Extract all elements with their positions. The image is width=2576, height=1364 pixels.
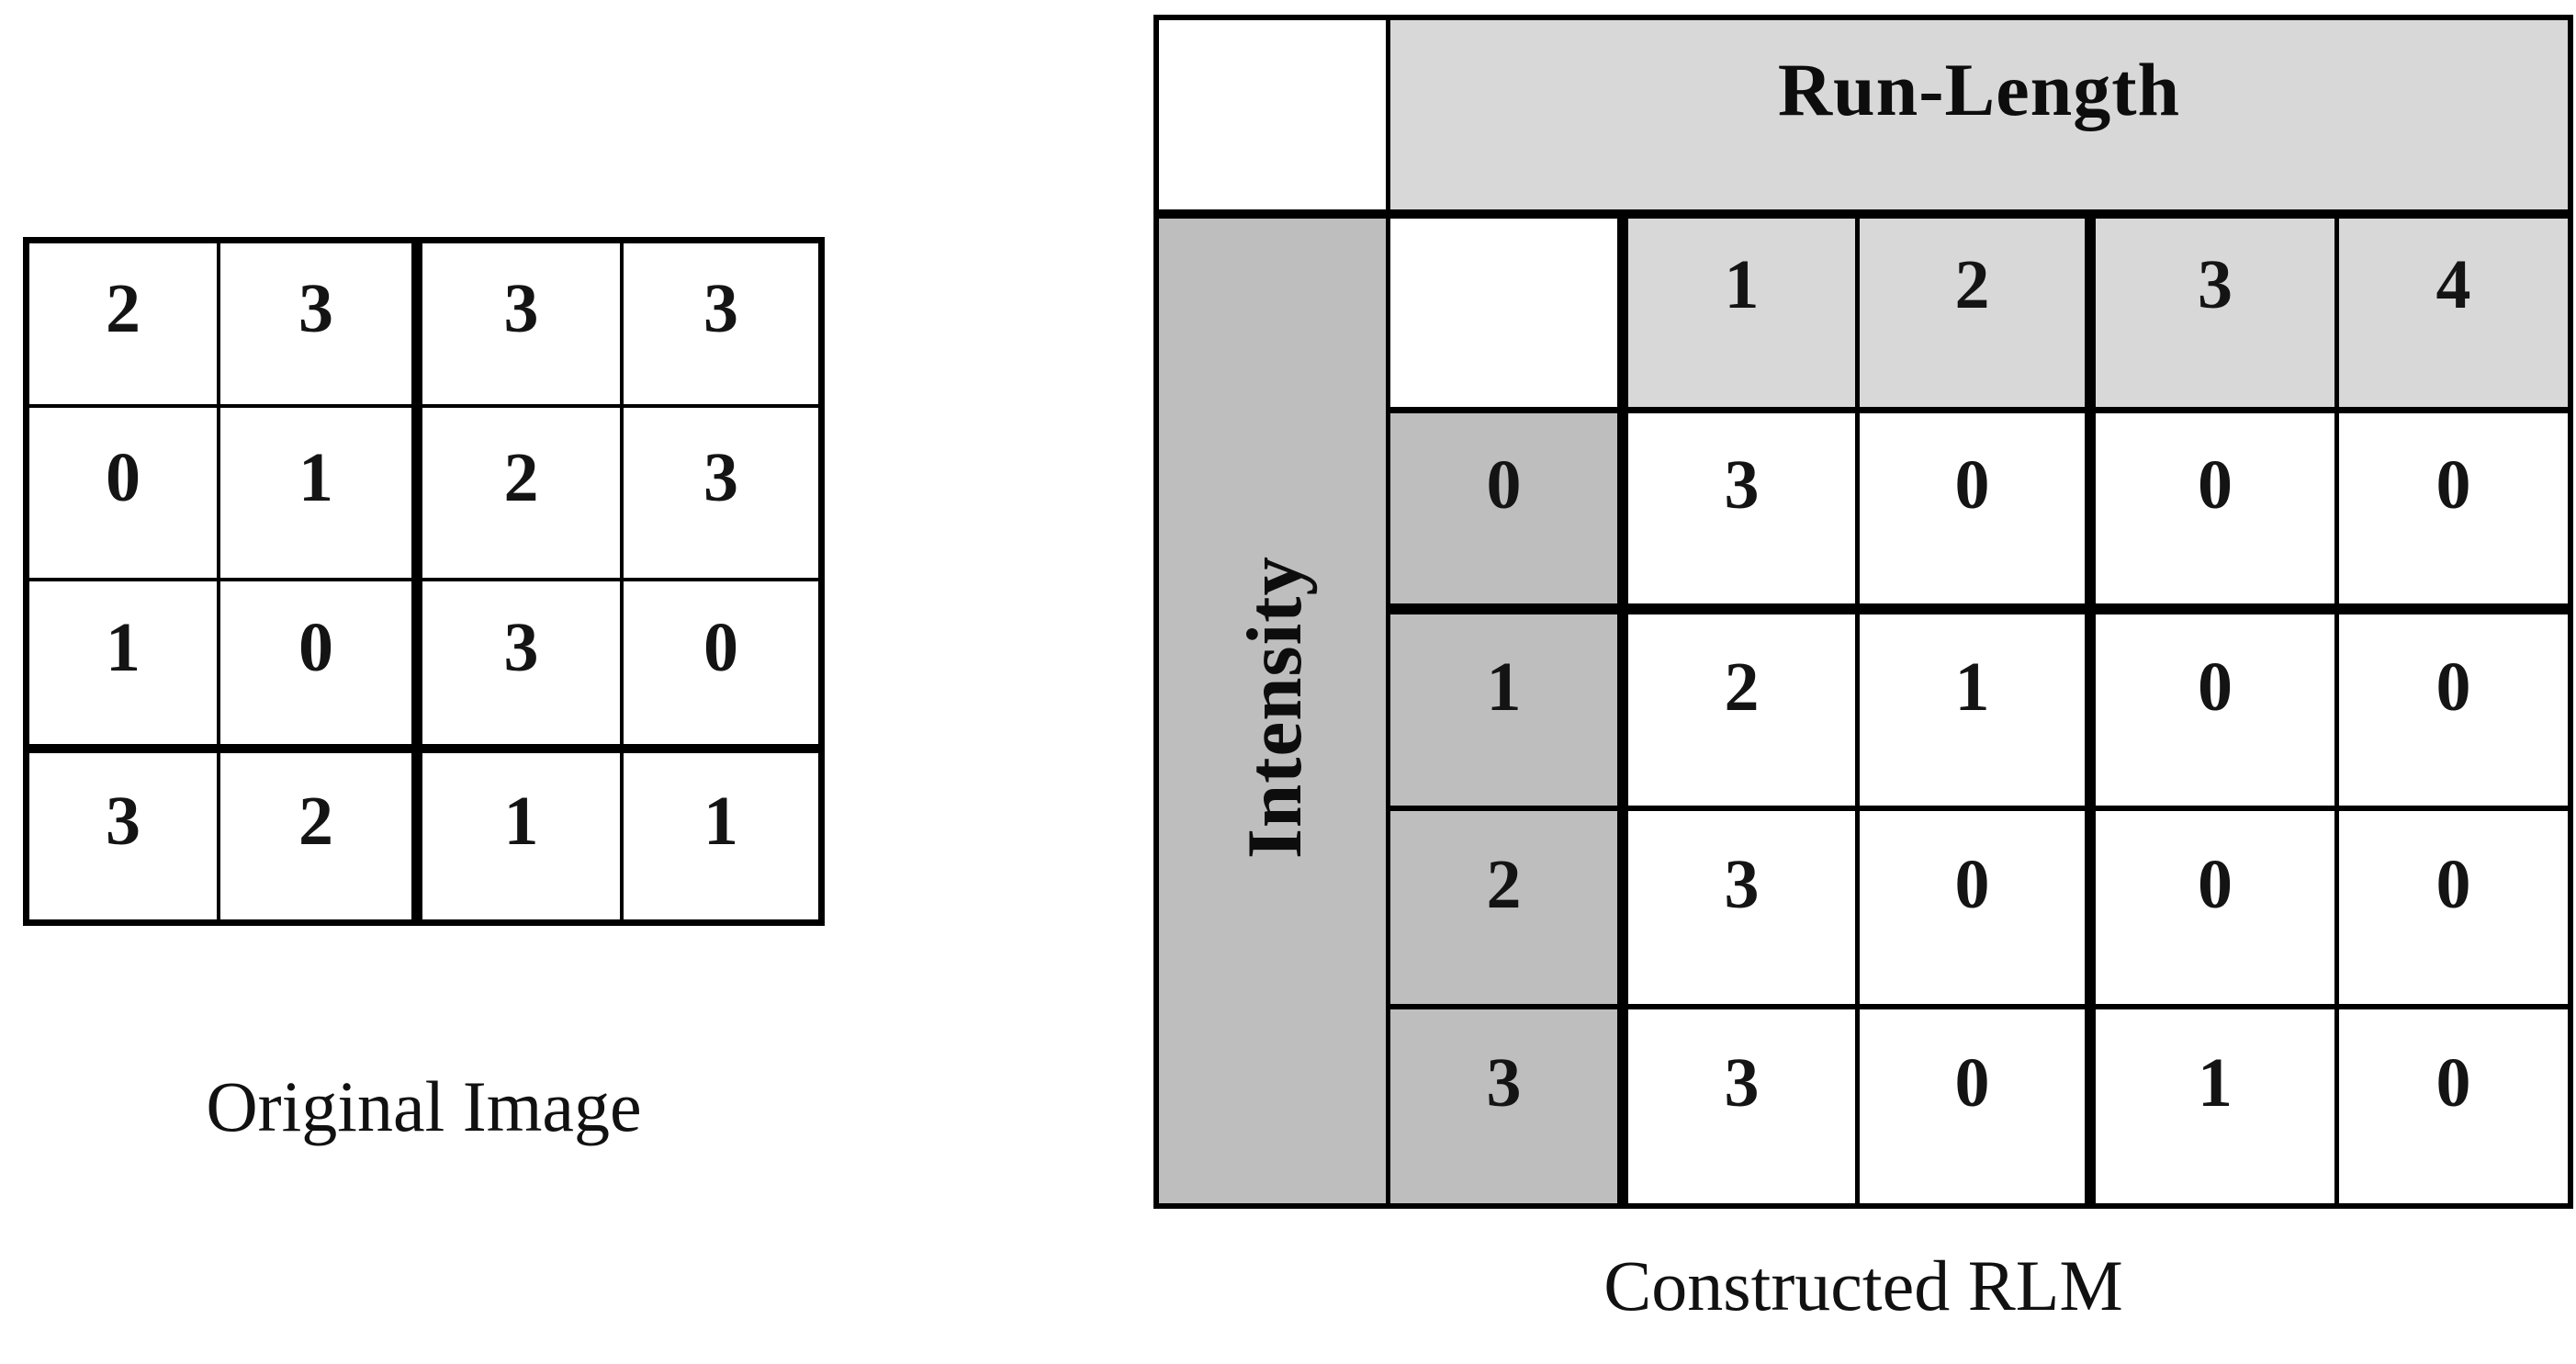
image-cell-r2c1: 0 (220, 581, 422, 753)
rlm-cell-r1c2: 0 (2096, 614, 2339, 811)
rlm-cell-r3c0: 3 (1628, 1009, 1860, 1203)
image-cell-r0c1: 3 (220, 243, 422, 408)
rlm-col-header-4: 4 (2339, 219, 2568, 413)
image-cell-r1c2: 2 (422, 408, 624, 581)
rlm-row-header-1: 1 (1390, 614, 1628, 811)
rlm-cell-r2c0: 3 (1628, 811, 1860, 1009)
rlm-row-header-0: 0 (1390, 413, 1628, 614)
image-cell-r1c1: 1 (220, 408, 422, 581)
image-cell-r2c3: 0 (624, 581, 818, 753)
rlm-cell-r3c1: 0 (1860, 1009, 2096, 1203)
rlm-table: Run-Length Intensity 1 2 3 4 0 3 0 0 0 1… (1153, 15, 2573, 1209)
image-cell-r1c0: 0 (29, 408, 220, 581)
image-cell-r0c3: 3 (624, 243, 818, 408)
rlm-cell-r2c3: 0 (2339, 811, 2568, 1009)
rlm-col-header-1: 1 (1628, 219, 1860, 413)
rlm-cell-r0c1: 0 (1860, 413, 2096, 614)
image-cell-r3c2: 1 (422, 753, 624, 919)
rlm-cell-r0c3: 0 (2339, 413, 2568, 614)
rlm-column-group-header: Run-Length (1390, 20, 2568, 219)
image-cell-r0c0: 2 (29, 243, 220, 408)
rlm-cell-r3c2: 1 (2096, 1009, 2339, 1203)
image-cell-r3c0: 3 (29, 753, 220, 919)
rlm-cell-r3c3: 0 (2339, 1009, 2568, 1203)
image-cell-r2c0: 1 (29, 581, 220, 753)
rlm-cell-r0c0: 3 (1628, 413, 1860, 614)
rlm-row-group-header: Intensity (1159, 219, 1390, 1203)
rlm-col-header-2: 2 (1860, 219, 2096, 413)
image-cell-r2c2: 3 (422, 581, 624, 753)
rlm-cell-r1c3: 0 (2339, 614, 2568, 811)
rlm-corner-cell (1159, 20, 1390, 219)
intensity-vertical-label: Intensity (1231, 555, 1318, 860)
rlm-col-header-3: 3 (2096, 219, 2339, 413)
rlm-cell-r0c2: 0 (2096, 413, 2339, 614)
rlm-blank-header-cell (1390, 219, 1628, 413)
image-cell-r1c3: 3 (624, 408, 818, 581)
rlm-cell-r1c0: 2 (1628, 614, 1860, 811)
rlm-cell-r1c1: 1 (1860, 614, 2096, 811)
image-cell-r3c3: 1 (624, 753, 818, 919)
rlm-cell-r2c1: 0 (1860, 811, 2096, 1009)
image-cell-r3c1: 2 (220, 753, 422, 919)
original-image-table: 2 3 3 3 0 1 2 3 1 0 3 0 3 2 1 1 (23, 237, 825, 926)
rlm-row-header-3: 3 (1390, 1009, 1628, 1203)
rlm-row-header-2: 2 (1390, 811, 1628, 1009)
constructed-rlm-caption: Constructed RLM (1603, 1246, 2123, 1325)
rlm-cell-r2c2: 0 (2096, 811, 2339, 1009)
original-image-caption: Original Image (206, 1066, 642, 1146)
image-cell-r0c2: 3 (422, 243, 624, 408)
